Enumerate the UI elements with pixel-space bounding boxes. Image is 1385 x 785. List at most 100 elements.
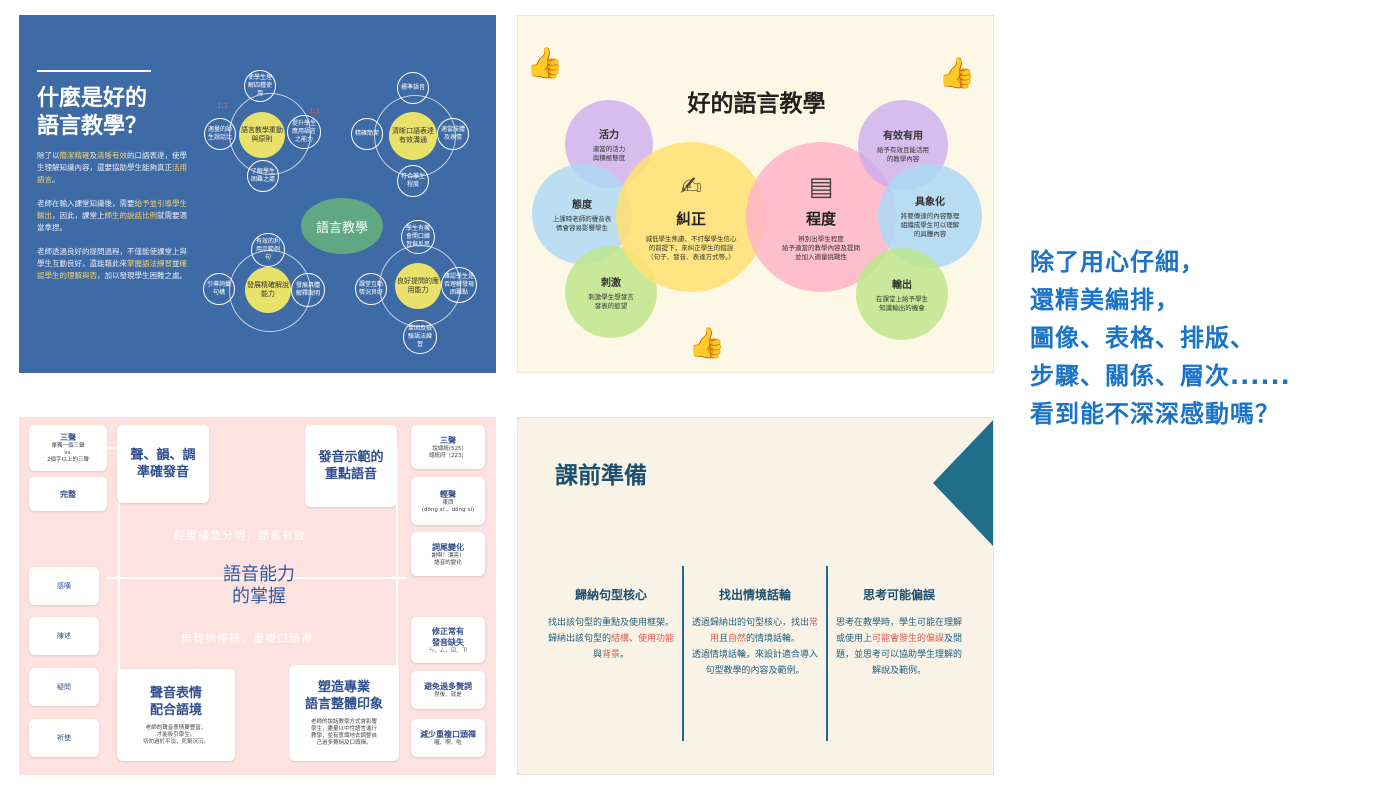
mindmap-node: 確認學生是否理解發現困難點 <box>441 267 477 303</box>
central-topic: 語音能力 的掌握 <box>223 564 295 607</box>
circle-desc: 減低學生焦慮、不打擊學生信心 的前提下，來糾正學生的錯誤 （句子、發音、表達方式… <box>645 235 737 261</box>
topic-box: 三聲 說總統(525) 總統府（223） <box>411 425 485 469</box>
mindmap-node: 使學生理解四種使用 <box>244 70 276 102</box>
box-desc: 東西 (dōng xī 、dōng xi) <box>421 499 475 513</box>
column-divider <box>682 566 684 741</box>
mindmap-node: 符合學生程度 <box>397 165 429 197</box>
topic-box: 三聲 單獨一個三聲 vs. 2個字以上的三聲 <box>29 425 107 471</box>
slide-title: 什麼是好的 語言教學？ <box>37 86 148 139</box>
box-desc: 說總統(525) 總統府（223） <box>429 445 467 459</box>
box-title: 感嘆 <box>57 582 71 590</box>
slide-title: 課前準備 <box>555 463 647 489</box>
paragraph-3: 老師透過良好的提問過程，不僅能使課堂上與學生互動良好，還能藉此來掌握語法練習並確… <box>37 247 187 280</box>
emotion-box: 疑問 <box>29 668 99 706</box>
topic-box: 修正常有 發音缺失 ㄣ、ㄥ、ㄖ、ㄗ <box>411 617 485 663</box>
mindmap-node: 適當肢體及表情 <box>437 118 469 150</box>
column-possible-errors: 思考可能偏誤 思考在教學時，學生可能在理解或使用上可能會發生的偏誤及問題，並思考… <box>834 586 964 679</box>
circle-title: 糾正 <box>675 210 706 228</box>
column-title: 找出情境話輪 <box>718 588 791 602</box>
emotion-box: 感嘆 <box>29 567 99 605</box>
circle-output: 輸出 在課堂上給予學生 知識輸出的機會 <box>856 248 948 340</box>
box-title: 陳述 <box>57 632 71 640</box>
box-title: 疑問 <box>57 683 71 691</box>
column-title: 歸納句型核心 <box>574 588 647 602</box>
caption-text: 無贅詞停頓，重複口頭禪 <box>181 632 313 645</box>
document-icon: ▤ <box>808 172 834 202</box>
slide-title: 好的語言教學 <box>687 91 826 117</box>
box-title: 輕聲 <box>440 489 456 499</box>
commentary-line: 看到能不深深感動嗎？ <box>1030 400 1280 428</box>
paragraph-2: 老師在輸入課堂知識後，需要給予並引導學生輸出，因此，課堂上師生的說話比例就需要適… <box>37 199 187 232</box>
box-title: 修正常有 發音缺失 <box>432 626 464 647</box>
circle-desc: 辨別出學生程度 給予適當的教學內容及提問 並加入適量挑戰性 <box>782 235 860 261</box>
circle-desc: 在課堂上給予學生 知識輸出的機會 <box>876 294 928 312</box>
box-title: 完整 <box>60 489 76 499</box>
column-sentence-core: 歸納句型核心 找出該句型的重點及使用框架。歸納出該句型的結構、使用功能與背景。 <box>546 586 676 663</box>
column-body: 找出該句型的重點及使用框架。歸納出該句型的結構、使用功能與背景。 <box>547 618 675 660</box>
title-rule <box>37 70 151 72</box>
thumbs-up-icon: 👍 <box>688 326 726 361</box>
box-title: 避免過多贅詞 <box>424 682 472 691</box>
circle-correct: ✍ 糾正 減低學生焦慮、不打擊學生信心 的前提下，來糾正學生的錯誤 （句子、發音… <box>616 142 766 292</box>
box-title: 三聲 <box>60 433 76 442</box>
mindmap-node: 學生有機會開口練習與反思 <box>401 220 435 254</box>
emotion-box: 祈使 <box>29 719 99 757</box>
mindmap-node: 適量的師生說話比 <box>204 118 236 150</box>
topic-box-large: 聲、韻、調 準確發音 <box>117 425 209 503</box>
box-title: 塑造專業 語言整體印象 <box>304 680 383 712</box>
topic-box-large: 聲音表情 配合語境 老師的聲音表情要豐富， 才能吸引學生。 切勿過於平淡，死氣沉… <box>117 669 235 761</box>
box-title: 三聲 <box>440 435 456 445</box>
column-context-turns: 找出情境話輪 透過歸納出的句型核心，找出常用且自然的情境話輪。透過情境話輪，來設… <box>690 586 820 679</box>
circle-title: 活力 <box>599 129 619 141</box>
paragraph-1: 除了以簡潔精確及清晰有效的口語表達，使學生理解知識內容，還要協助學生能夠真正活用… <box>37 151 187 184</box>
box-title: 發音示範的 重點語音 <box>318 450 384 482</box>
circle-title: 有效有用 <box>883 130 923 142</box>
box-desc: ㄣ、ㄥ、ㄖ、ㄗ <box>428 647 468 654</box>
topic-box-large: 發音示範的 重點語音 <box>305 425 397 507</box>
ratio-label: 1:1 <box>217 102 229 110</box>
circle-title: 刺激 <box>601 277 621 289</box>
mindmap-node: 精確簡潔 <box>351 118 383 150</box>
commentary-line: 除了用心仔細， <box>1030 248 1205 276</box>
slide-pronunciation-mindmap: 三聲 單獨一個三聲 vs. 2個字以上的三聲 完整 聲、韻、調 準確發音 發音示… <box>19 417 496 775</box>
circle-title: 輸出 <box>892 279 912 291</box>
mindmap-hub: 發展精確解說能力 <box>245 267 291 313</box>
circle-title: 程度 <box>805 210 836 228</box>
circle-desc: 適當的活力 與積極態度 <box>592 144 626 162</box>
emotion-box: 陳述 <box>29 617 99 655</box>
thumbs-up-icon: 👍 <box>938 56 976 91</box>
mindmap-node: 有效的利用示範例句 <box>251 233 285 267</box>
box-title: 聲、韻、調 準確發音 <box>130 448 196 480</box>
topic-box: 完整 <box>29 477 107 511</box>
mindmap-node: 課堂互動情況良好 <box>355 273 387 305</box>
topic-box: 詞尾變化 謝啊！漂亮！ 語音的變化 <box>411 532 485 576</box>
topic-box: 避免過多贅詞 然後、就是 <box>411 671 485 709</box>
box-desc: 老師的聲音表情要豐富， 才能吸引學生。 切勿過於平淡，死氣沉沉。 <box>142 724 209 745</box>
mindmap-node: 鞏固及檢驗語法練習 <box>403 320 437 354</box>
caption-text: 輕重緩急分明，節奏有致 <box>174 529 306 542</box>
commentary-line: 圖像、表格、排版、 <box>1030 324 1255 352</box>
box-desc: 喔、啊、啦 <box>434 740 462 746</box>
column-body: 思考在教學時，學生可能在理解或使用上可能會發生的偏誤及問題，並思考可以協助學生理… <box>835 618 963 676</box>
slide-lesson-preparation: 課前準備 歸納句型核心 找出該句型的重點及使用框架。歸納出該句型的結構、使用功能… <box>517 417 994 775</box>
commentary-line: 還精美編排， <box>1030 286 1180 314</box>
circle-desc: 上課時老師的聲音表 情會容易影響學生 <box>552 214 612 232</box>
topic-box: 輕聲 東西 (dōng xī 、dōng xi) <box>411 477 485 525</box>
circle-desc: 將要傳達的內容整理 組織成學生可以理解 的具體內容 <box>900 212 960 238</box>
ratio-label: 1:1 <box>309 107 321 115</box>
thumbs-up-icon: 👍 <box>526 46 564 81</box>
box-title: 聲音表情 配合語境 <box>149 685 202 718</box>
circle-title: 態度 <box>572 199 592 211</box>
corner-triangle-decoration <box>933 420 993 546</box>
mindmap-node: 提升學生應用語言之能力 <box>287 115 321 149</box>
circle-title: 具象化 <box>915 197 945 208</box>
slide-good-language-teaching-mindmap: 什麼是好的 語言教學？ 除了以簡潔精確及清晰有效的口語表達，使學生理解知識內容，… <box>19 15 496 373</box>
box-desc: 謝啊！漂亮！ 語音的變化 <box>431 552 465 566</box>
mindmap-node: 標準語音 <box>397 72 429 104</box>
central-topic: 語言教學 <box>301 198 383 254</box>
mindmap-node: 了解學生困難之處 <box>247 160 279 192</box>
topic-box-large: 塑造專業 語言整體印象 老師的說話教學方式會影響 學生，盡量以中性語言進行 教學… <box>289 665 399 761</box>
box-title: 祈使 <box>57 734 71 742</box>
circle-desc: 刺激學生想發言 發表的慾望 <box>588 292 634 310</box>
topic-box: 減少重複口頭禪 喔、啊、啦 <box>411 719 485 757</box>
